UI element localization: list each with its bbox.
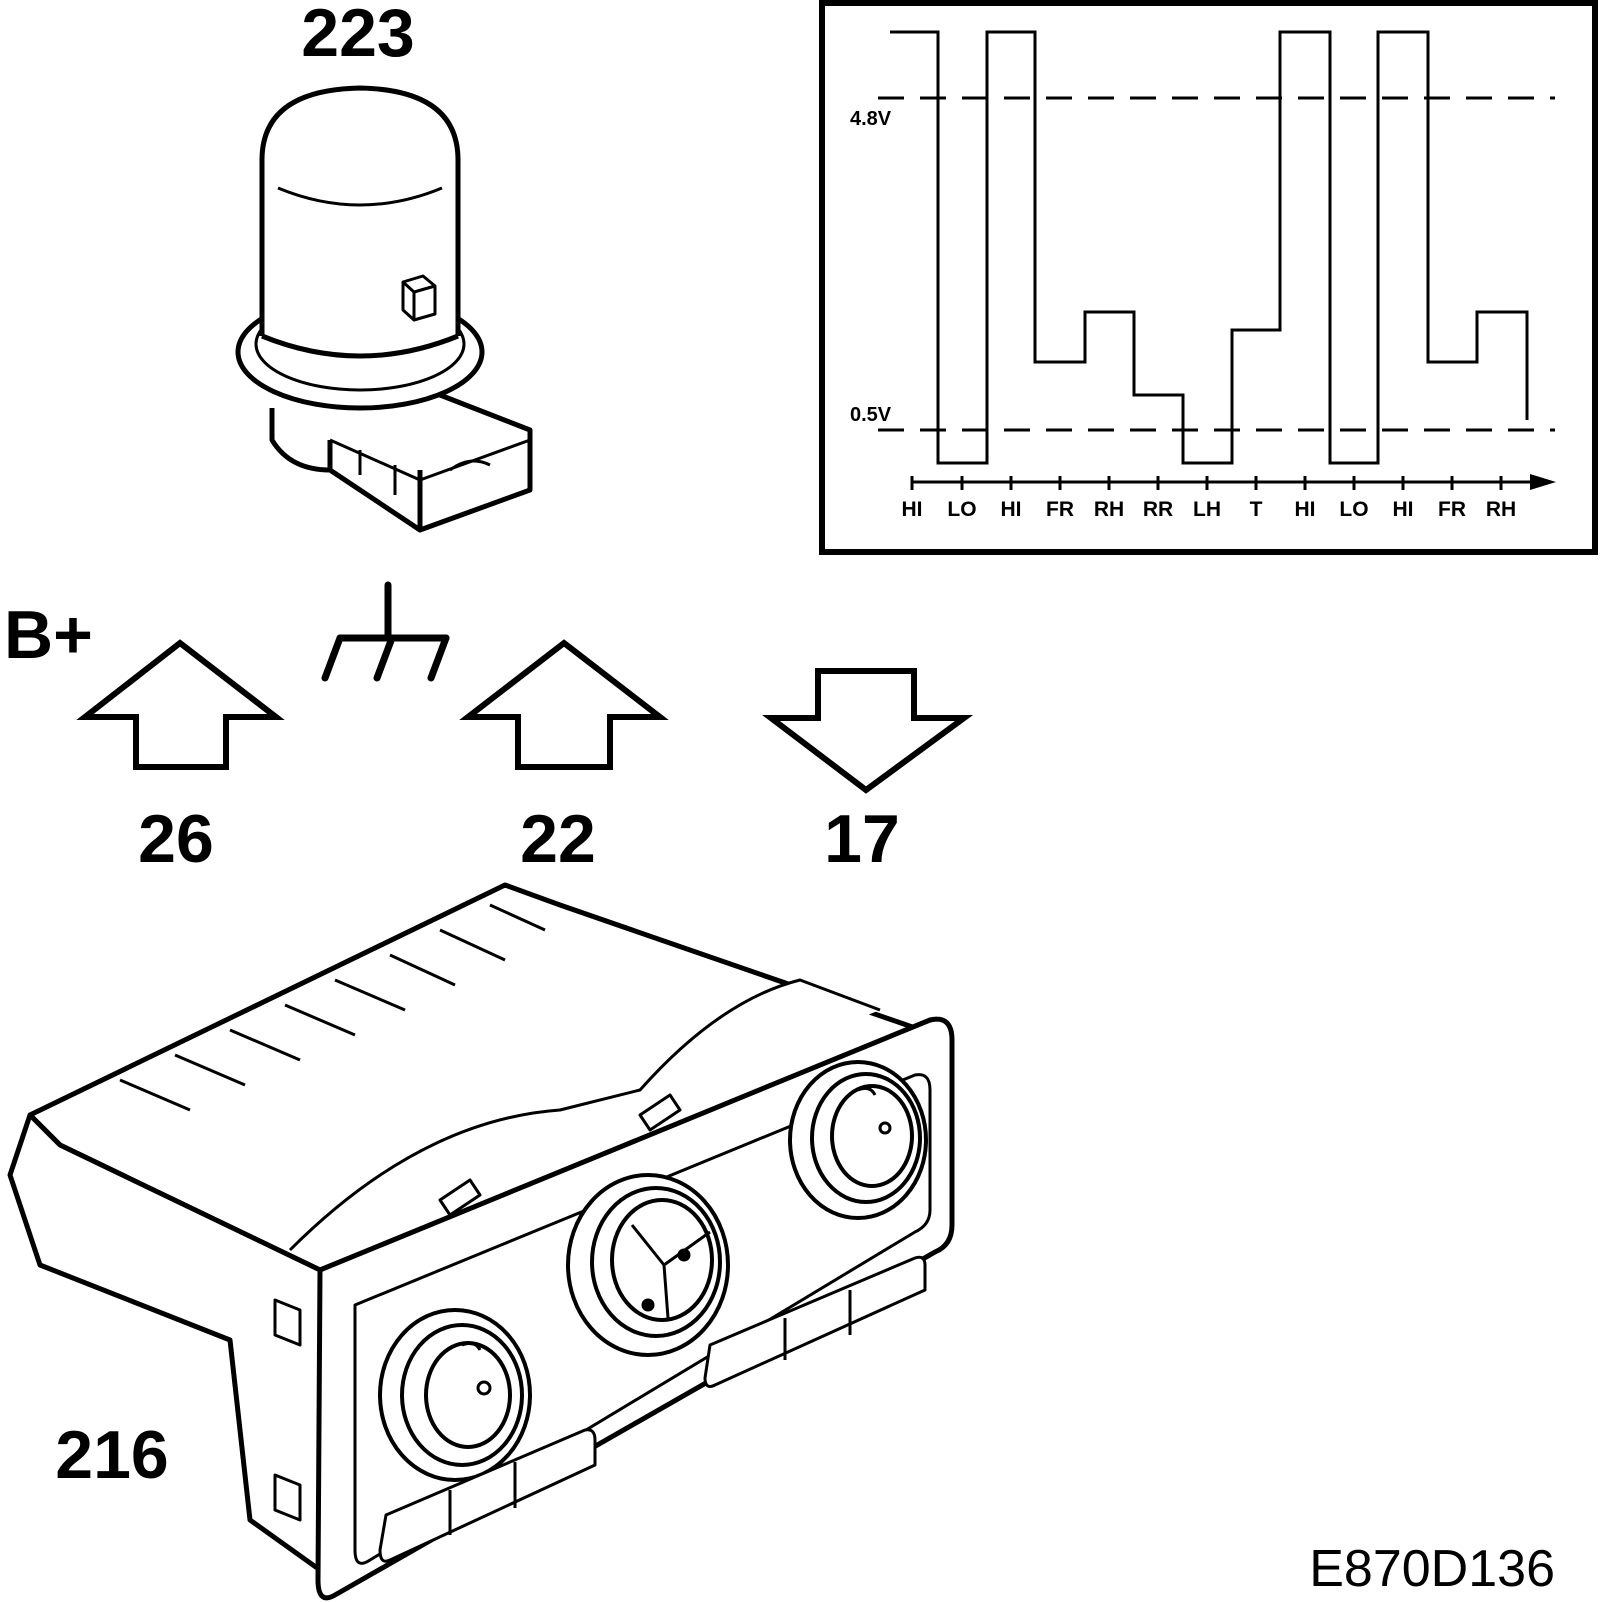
slot-label: HI: [1295, 498, 1316, 521]
slot-label: HI: [1001, 498, 1022, 521]
arrow-left-number: 26: [138, 801, 214, 877]
slot-label: LH: [1193, 498, 1221, 521]
slot-label: RH: [1486, 498, 1516, 521]
low-threshold-label: 0.5V: [850, 404, 892, 426]
arrow-up-icon: [459, 639, 669, 770]
sensor-number-label: 223: [301, 0, 414, 71]
ground-symbol-icon: [321, 581, 450, 682]
slot-label: HI: [902, 498, 923, 521]
slot-label: RR: [1143, 498, 1173, 521]
arrow-right-number: 17: [824, 801, 900, 877]
signal-graph: 4.8V 0.5V HI LO HI FR RH RR: [819, 0, 1598, 555]
axis-ticks: [910, 476, 1503, 490]
slot-label: FR: [1438, 498, 1466, 521]
slot-label: FR: [1046, 498, 1074, 521]
axis-slot-labels: HI LO HI FR RH RR LH T HI LO HI FR RH: [902, 498, 1517, 521]
arrow-up-icon: [76, 639, 285, 770]
arrow-middle-number: 22: [520, 801, 596, 877]
control-panel-number: 216: [55, 1417, 168, 1493]
slot-label: LO: [1339, 498, 1368, 521]
high-threshold-label: 4.8V: [850, 108, 892, 130]
slot-label: HI: [1393, 498, 1414, 521]
battery-label: B+: [4, 597, 93, 673]
slot-label: T: [1250, 498, 1263, 521]
time-axis-arrowhead: [1530, 474, 1556, 490]
slot-label: LO: [947, 498, 976, 521]
document-id: E870D136: [1309, 1540, 1555, 1598]
arrow-down-icon: [762, 668, 974, 794]
graph-frame: [819, 0, 1598, 555]
waveform-trace: [890, 30, 1529, 465]
sensor-223: [235, 85, 533, 533]
control-panel-216: [7, 882, 955, 1601]
slot-label: RH: [1094, 498, 1124, 521]
